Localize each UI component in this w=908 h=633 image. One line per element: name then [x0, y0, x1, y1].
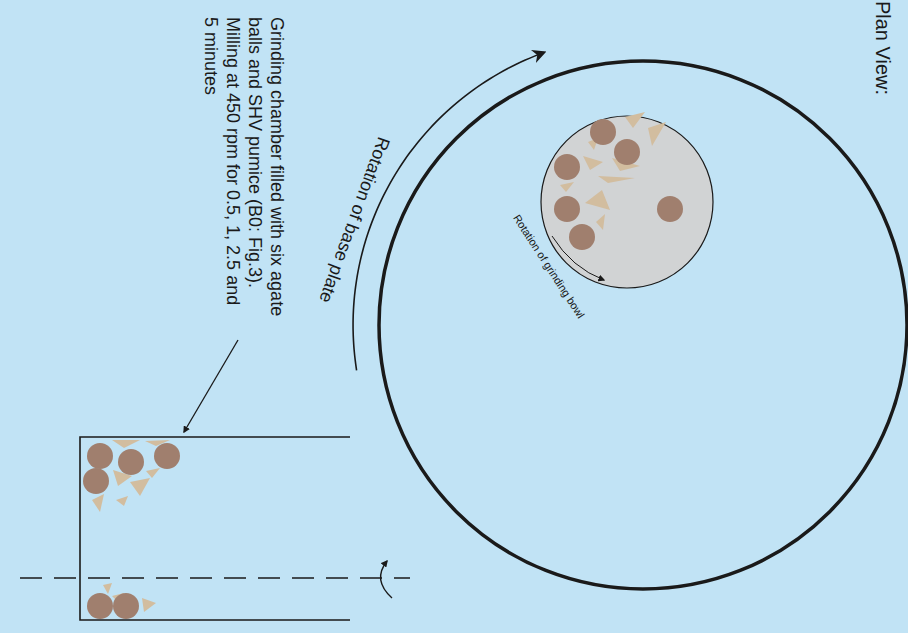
grinding-bowl — [541, 116, 713, 288]
grinding-chamber — [80, 437, 350, 620]
rotation-axis — [20, 577, 410, 579]
callout-note: Grinding chamber filled with six agate b… — [200, 17, 288, 317]
base-plate — [379, 61, 907, 589]
view-title: Plan View: — [871, 1, 895, 95]
rotation-arrow — [353, 52, 544, 370]
leader-line — [184, 340, 238, 432]
chamber-rotation-arrow — [381, 561, 392, 598]
agate-balls-side — [83, 443, 180, 619]
agate-balls — [554, 119, 683, 250]
